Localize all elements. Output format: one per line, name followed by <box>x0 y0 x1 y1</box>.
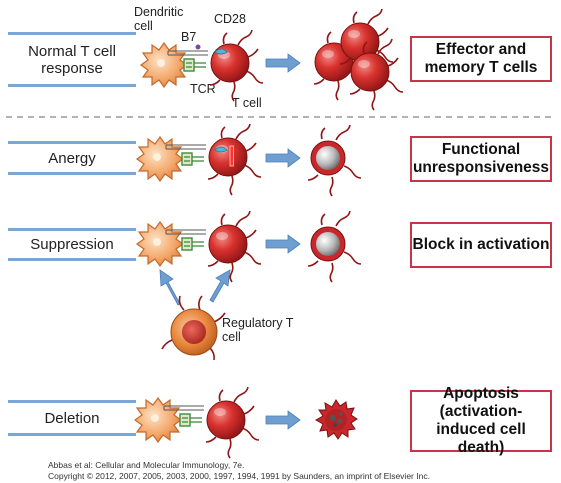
label-rule-bottom <box>8 433 136 436</box>
deletion-pathway <box>134 386 358 459</box>
b7-label: B7 <box>181 30 197 44</box>
result-box-apoptosis: Apoptosis (activation-induced cell death… <box>410 385 552 456</box>
anergy-pathway <box>136 123 362 197</box>
label-rule-bottom <box>8 84 136 87</box>
row-label-deletion: Deletion <box>44 410 100 427</box>
row-label-suppression: Suppression <box>30 236 114 253</box>
row-label-anergy: Anergy <box>48 150 96 167</box>
caption-copyright: Copyright © 2012, 2007, 2005, 2003, 2000… <box>48 471 430 481</box>
result-box-effector-memory: Effector and memory T cells <box>410 36 552 82</box>
dendritic-cell-label: Dendritic cell <box>134 5 184 33</box>
label-rule-bottom <box>8 172 136 175</box>
regulatory-t-cell <box>161 295 226 361</box>
label-rule-top <box>8 32 136 35</box>
apoptotic-cell <box>314 399 358 440</box>
label-rule-top <box>8 400 136 403</box>
label-rule-top <box>8 228 136 231</box>
suppression-pathway <box>136 210 362 361</box>
label-rule-top <box>8 141 136 144</box>
normal-response-pathway <box>140 8 404 111</box>
result-box-block-in-activation: Block in activation <box>410 222 552 268</box>
row-label-normal-response: Normal T cell response <box>28 43 116 77</box>
result-box-functional-unresponsiveness: Functional unresponsiveness <box>410 136 552 182</box>
t-cell-label: T cell <box>232 96 262 110</box>
caption-citation: Abbas et al: Cellular and Molecular Immu… <box>48 460 245 470</box>
regulatory-t-cell-label: Regulatory T cell <box>222 316 294 344</box>
tcr-label: TCR <box>190 82 216 96</box>
cd28-label: CD28 <box>214 12 246 26</box>
label-rule-bottom <box>8 258 136 261</box>
